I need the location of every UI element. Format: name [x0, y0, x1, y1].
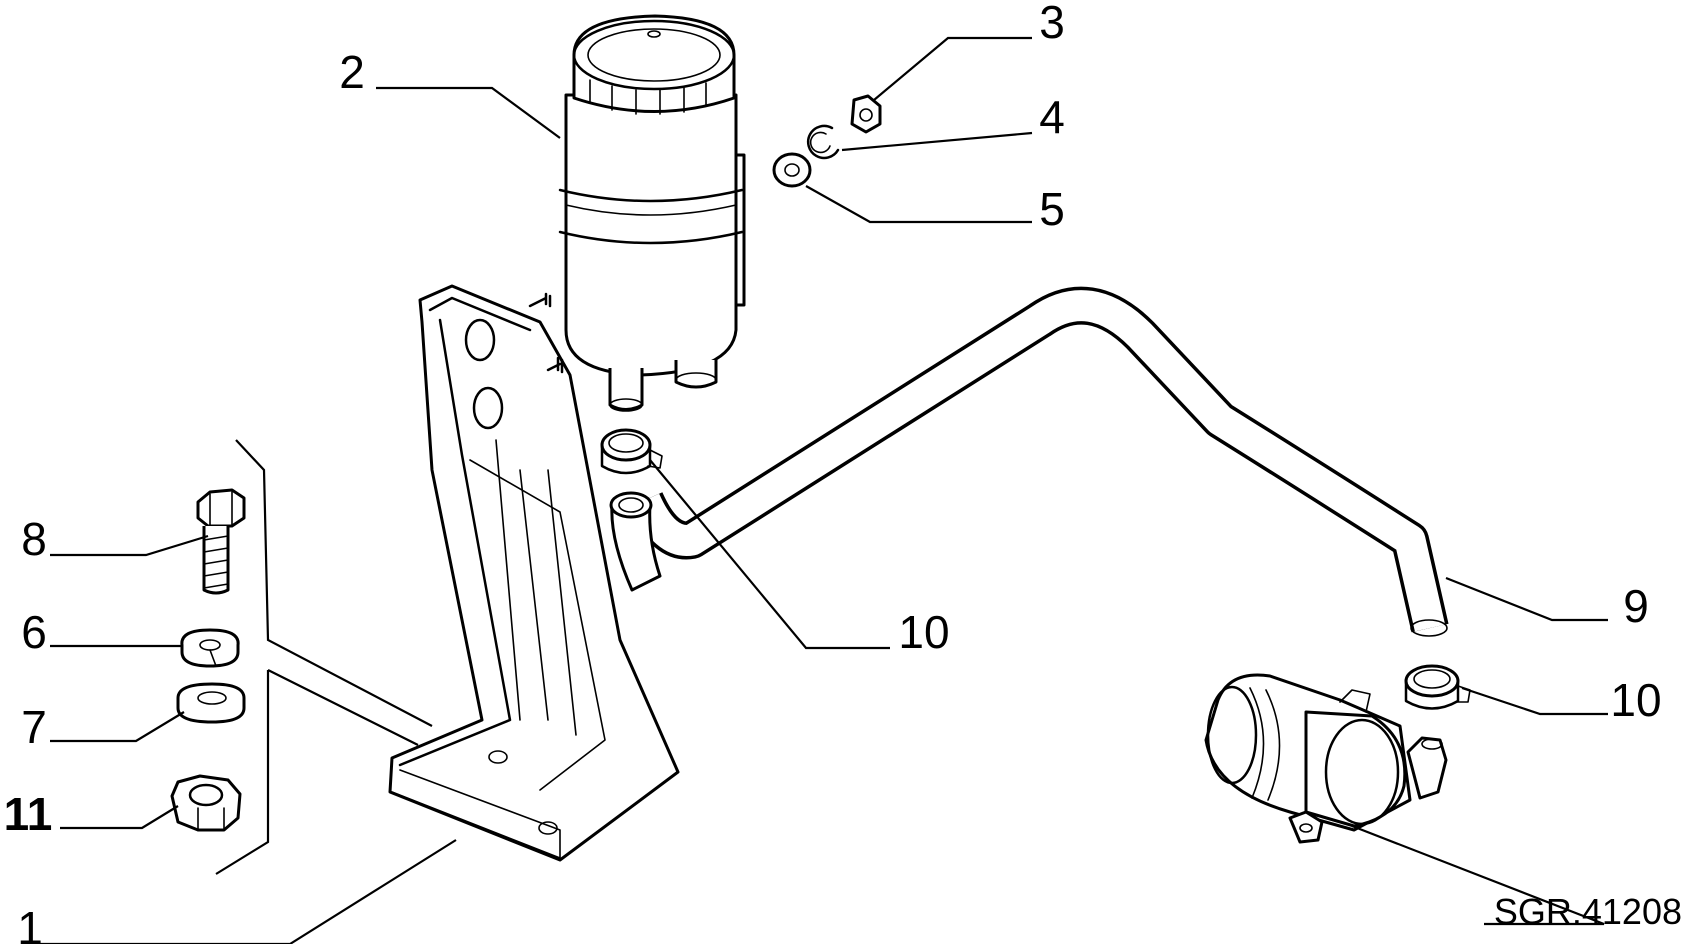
callout-2: 2 [339, 46, 365, 98]
split-washer [180, 628, 240, 668]
nut-11 [170, 774, 242, 832]
callout-1: 1 [17, 902, 43, 944]
callout-5: 5 [1039, 183, 1065, 235]
lock-washer-4 [806, 124, 840, 160]
hose-clamp-lower [1404, 664, 1471, 710]
callout-11: 11 [4, 788, 53, 840]
assembly-indicator-lines [215, 439, 433, 875]
hose [609, 286, 1449, 637]
callout-10-upper: 10 [898, 606, 949, 658]
fluid-reservoir [558, 14, 746, 412]
callout-labels: 2 3 4 5 8 6 7 11 1 10 9 10 SGR.41208 [4, 0, 1682, 944]
callout-7: 7 [21, 701, 47, 753]
drawing-code: SGR.41208 [1494, 891, 1682, 932]
leader-lines [40, 36, 1608, 944]
bolt [196, 488, 246, 595]
flat-washer-5 [772, 152, 812, 188]
callout-9: 9 [1623, 580, 1649, 632]
callout-10-lower: 10 [1610, 674, 1661, 726]
hose-clamp-upper [600, 428, 663, 475]
bracket [388, 284, 680, 862]
callout-8: 8 [21, 513, 47, 565]
pump [1204, 673, 1448, 844]
callout-3: 3 [1039, 0, 1065, 48]
callout-4: 4 [1039, 91, 1065, 143]
callout-6: 6 [21, 606, 47, 658]
nut-3 [850, 94, 882, 134]
flat-washer [176, 682, 246, 724]
